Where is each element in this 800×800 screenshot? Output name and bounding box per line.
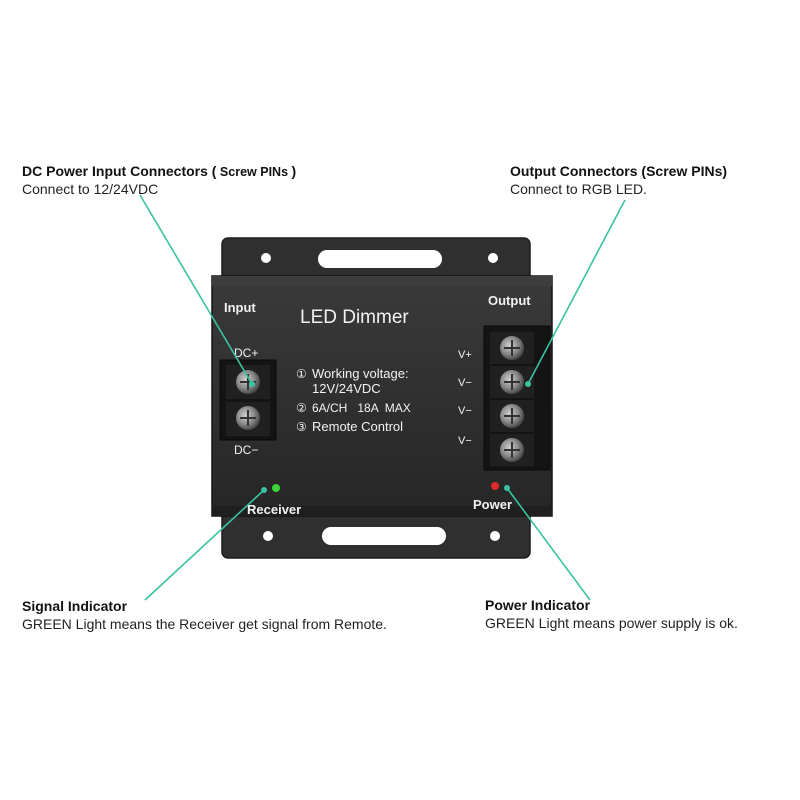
spec-text-3: Remote Control (312, 419, 403, 434)
output-screw-1 (500, 336, 524, 360)
receiver-label: Receiver (247, 502, 301, 517)
output-screw-2 (500, 370, 524, 394)
output-pin-label-2: V− (458, 377, 472, 389)
output-label: Output (488, 293, 531, 308)
signal-indicator-title: Signal Indicator (22, 598, 128, 614)
output-screw-3 (500, 404, 524, 428)
mounting-hole-bottom-right (490, 531, 500, 541)
output-screw-4 (500, 438, 524, 462)
power-led (491, 482, 499, 490)
spec-num-1: ① (296, 367, 307, 381)
bottom-mounting-slot (322, 527, 446, 545)
mounting-hole-top-right (488, 253, 498, 263)
dc-input-callout: DC Power Input Connectors ( Screw PINs )… (22, 163, 296, 198)
signal-indicator-desc: GREEN Light means the Receiver get signa… (22, 615, 387, 632)
spec-text-1b: 12V/24VDC (312, 381, 381, 396)
receiver-led (272, 484, 280, 492)
top-mounting-slot (318, 250, 442, 268)
mounting-hole-bottom-left (263, 531, 273, 541)
leader-line-output (527, 199, 626, 385)
power-indicator-title: Power Indicator (485, 597, 591, 613)
spec-text-1: Working voltage: (312, 366, 409, 381)
device-name: LED Dimmer (300, 307, 409, 328)
spec-num-3: ③ (296, 420, 307, 434)
output-callout: Output Connectors (Screw PINs) Connect t… (510, 163, 727, 198)
spec-text-2: 6A/CH 18A MAX (312, 401, 411, 415)
spec-list: ① Working voltage: 12V/24VDC ② 6A/CH 18A… (296, 366, 411, 434)
output-pin-label-1: V+ (458, 349, 472, 361)
dc-plus-label: DC+ (234, 346, 258, 360)
dc-input-callout-title: DC Power Input Connectors ( Screw PINs ) (22, 163, 297, 179)
power-indicator-callout: Power Indicator GREEN Light means power … (485, 597, 738, 632)
input-label: Input (224, 300, 256, 315)
output-pin-label-3: V− (458, 405, 472, 417)
leader-line-dc-input (139, 194, 253, 385)
mounting-hole-top-left (261, 253, 271, 263)
output-pin-label-4: V− (458, 435, 472, 447)
output-callout-desc: Connect to RGB LED. (510, 180, 647, 197)
leader-line-power (506, 487, 591, 601)
output-callout-title: Output Connectors (Screw PINs) (510, 163, 728, 179)
power-label: Power (473, 497, 512, 512)
input-terminal-block (219, 359, 277, 441)
signal-indicator-callout: Signal Indicator GREEN Light means the R… (22, 598, 387, 633)
power-indicator-desc: GREEN Light means power supply is ok. (485, 614, 738, 631)
leader-lines (139, 194, 626, 601)
dc-input-callout-desc: Connect to 12/24VDC (22, 180, 159, 197)
spec-num-2: ② (296, 401, 307, 415)
leader-line-signal (144, 489, 265, 601)
dc-minus-label: DC− (234, 443, 258, 457)
output-terminal-block (483, 325, 551, 471)
